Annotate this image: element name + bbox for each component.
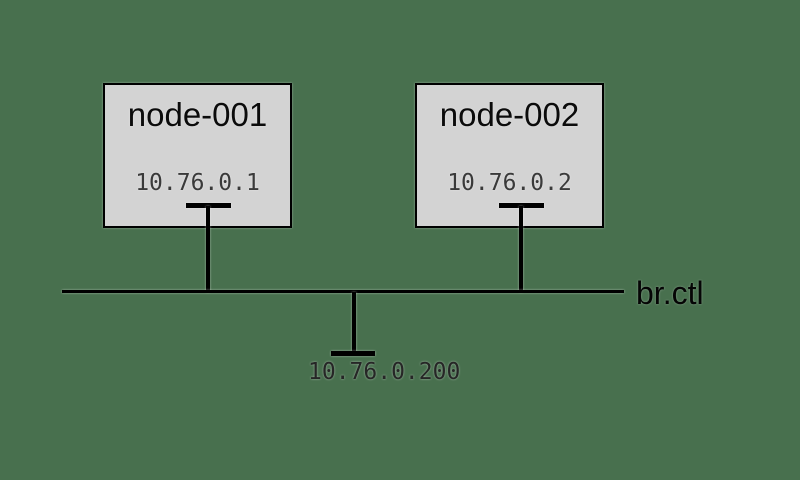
node-002-link-line [519, 206, 523, 292]
node-002-ip-label: 10.76.0.2 [447, 170, 572, 196]
bus-line [62, 290, 624, 293]
bridge-nic-tap [331, 351, 375, 356]
bridge-ip-label: 10.76.0.200 [308, 359, 461, 385]
node-001-nic-tap [186, 203, 231, 208]
node-001-title: node-001 [127, 96, 268, 133]
bridge-tap-line [352, 292, 356, 354]
node-001-ip-label: 10.76.0.1 [135, 170, 260, 196]
bus-label: br.ctl [636, 275, 704, 311]
node-002-title: node-002 [439, 96, 580, 133]
node-002-nic-tap [499, 203, 544, 208]
node-001-link-line [206, 206, 210, 292]
